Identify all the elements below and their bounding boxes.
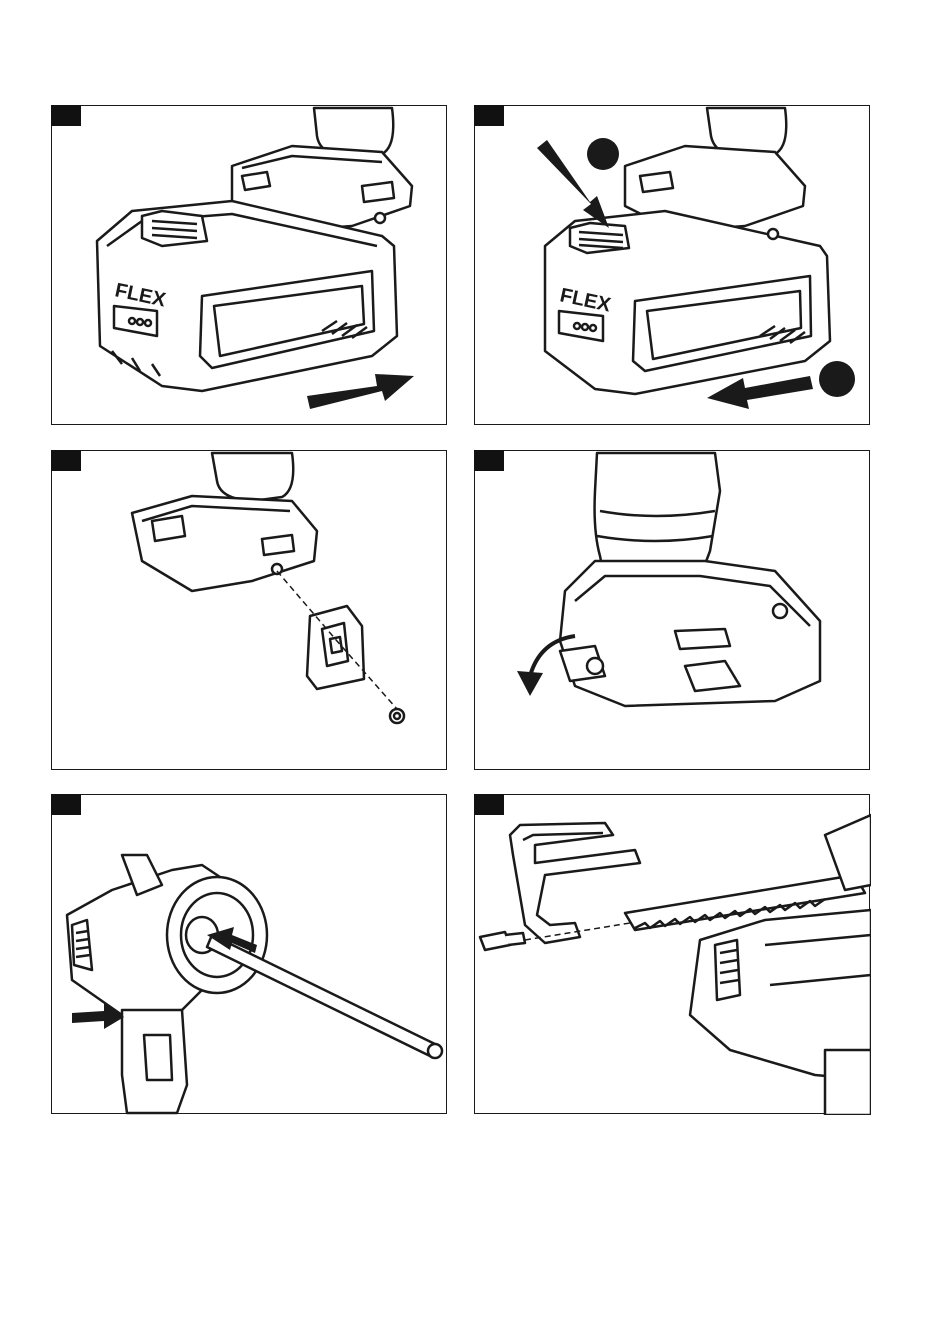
blade-guide-illustration <box>475 795 871 1115</box>
panel-belt-clip-mount <box>51 450 447 770</box>
panel-lever-rotate <box>474 450 870 770</box>
rod-insert-illustration <box>52 795 448 1115</box>
panel-rod-insert <box>51 794 447 1114</box>
panel-battery-insert: FLEX <box>474 105 870 425</box>
battery-release-illustration: FLEX <box>52 106 448 426</box>
panel-blade-guide-assembly <box>474 794 870 1114</box>
step-marker <box>587 138 619 170</box>
arrow-right-icon <box>307 374 414 409</box>
step-marker <box>819 361 855 397</box>
panel-battery-release: FLEX <box>51 105 447 425</box>
belt-clip-illustration <box>52 451 448 771</box>
lever-rotate-illustration <box>475 451 871 771</box>
screw-icon <box>390 709 404 723</box>
battery-insert-illustration: FLEX <box>475 106 871 426</box>
arrow-left-icon <box>707 376 813 409</box>
